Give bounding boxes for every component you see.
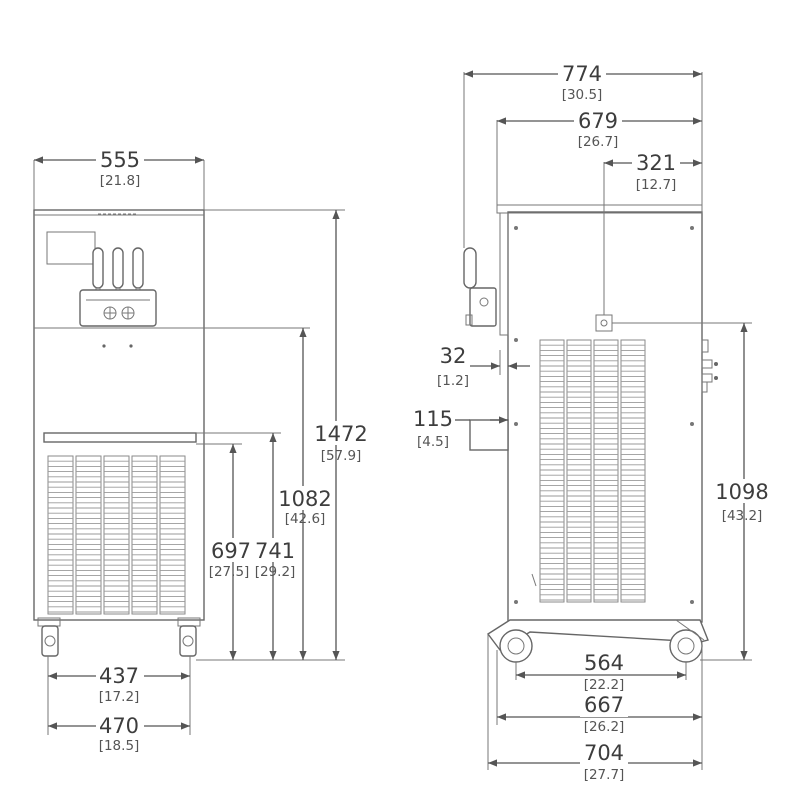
dim-width-top-inch: [21.8] [100,173,141,189]
dispense-handles [79,247,157,327]
side-drip-tray [469,419,509,451]
front-vent-grill [47,455,186,615]
dim-height-drip-tray: 741 [255,539,295,563]
dim-height-counter-inch: [42.6] [285,511,326,527]
dim-width-top: 555 [100,148,140,172]
dim-depth-overall: 774 [562,62,602,86]
dim-outlet-offset-inch: [12.7] [636,177,677,193]
dim-depth-cabinet-inch: [26.7] [578,134,619,150]
dim-panel-offset-inch: [1.2] [437,373,469,389]
dim-depth-cabinet: 679 [578,109,618,133]
dim-outlet-offset: 321 [636,151,676,175]
dim-panel-offset: 32 [440,344,467,368]
front-view: 555 [21.8] 1472 [57.9] 1082 [42.6] 741 [… [33,146,372,754]
dim-footprint-depth-inch: [27.7] [584,767,625,783]
dim-caster-inner-inch: [17.2] [99,689,140,705]
dim-outlet-height-inch: [43.2] [722,508,763,524]
dim-height-grill: 697 [211,539,251,563]
side-dispense-handle [463,247,497,327]
dim-height-total-inch: [57.9] [321,448,362,464]
dim-height-total: 1472 [314,422,367,446]
side-base [486,619,709,663]
dim-tray-projection: 115 [413,407,453,431]
front-drip-tray [43,432,197,443]
dim-height-counter: 1082 [278,487,331,511]
side-top-lid [496,204,703,214]
dim-outlet-height: 1098 [715,480,768,504]
dim-tray-projection-inch: [4.5] [417,434,449,450]
side-latch [531,573,537,587]
dim-height-drip-tray-inch: [29.2] [255,564,296,580]
control-panel [46,231,96,265]
dim-caster-outer-inch: [18.5] [99,738,140,754]
dim-base-depth: 667 [584,693,624,717]
dim-base-depth-inch: [26.2] [584,719,625,735]
dim-depth-overall-inch: [30.5] [562,87,603,103]
side-screws [514,226,694,604]
dim-wheelbase: 564 [584,651,624,675]
dim-caster-outer: 470 [99,714,139,738]
rear-fittings [701,339,718,393]
dim-footprint-depth: 704 [584,741,624,765]
dim-height-grill-inch: [27.5] [209,564,250,580]
front-casters [37,617,201,657]
dim-caster-inner: 437 [99,664,139,688]
side-view: 774 [30.5] 679 [26.7] 321 [12.7] 32 [1.2… [413,61,772,783]
side-vent-grill [539,339,646,603]
dim-wheelbase-inch: [22.2] [584,677,625,693]
